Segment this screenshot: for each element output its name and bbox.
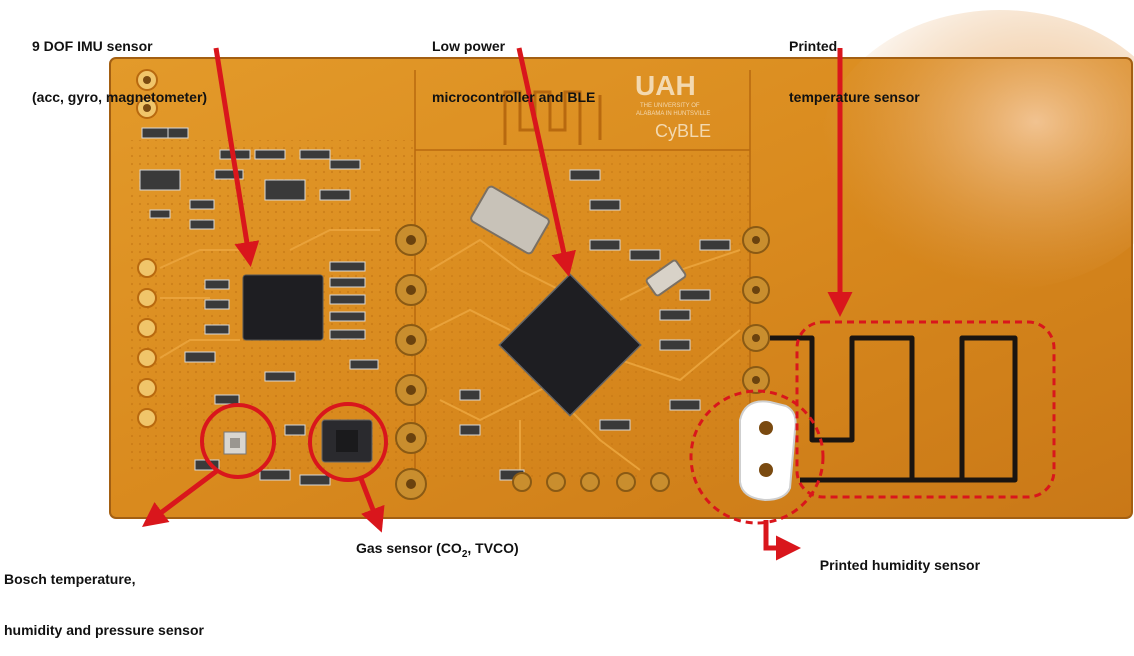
pcb-photo: UAH THE UNIVERSITY OF ALABAMA IN HUNTSVI… <box>109 10 1134 561</box>
pcb-board <box>109 10 1134 519</box>
highlight-bosch-circle <box>200 403 276 479</box>
university-line-2: ALABAMA IN HUNTSVILLE <box>636 111 710 117</box>
smd-components <box>139 127 731 486</box>
logo-text: UAH <box>635 70 696 101</box>
mcu-label-line-2: microcontroller and BLE <box>432 89 596 105</box>
imu-label: 9 DOF IMU sensor (acc, gyro, magnetomete… <box>32 4 207 123</box>
bosch-label-line-2: humidity and pressure sensor <box>4 622 204 638</box>
printed-humidity-sensor <box>739 400 797 502</box>
gas-label-subscript: 2 <box>461 548 468 560</box>
gas-label-main: Gas sensor (CO <box>356 540 462 556</box>
mid-pad-column <box>395 224 427 500</box>
bosch-label: Bosch temperature, humidity and pressure… <box>4 537 204 656</box>
highlight-humidity-circle <box>689 389 825 525</box>
imu-chip <box>242 274 324 341</box>
left-header-pins <box>137 258 157 428</box>
university-line-1: THE UNIVERSITY OF <box>640 103 700 109</box>
imu-label-line-2: (acc, gyro, magnetometer) <box>32 89 208 105</box>
temperature-label-line-1: Printed <box>789 38 838 54</box>
arrow-mcu <box>516 47 576 277</box>
temperature-label: Printed temperature sensor <box>789 4 920 123</box>
humidity-label-text: Printed humidity sensor <box>819 557 981 573</box>
bottom-header-pins <box>512 472 670 492</box>
product-name: CyBLE <box>655 121 711 141</box>
arrow-gas <box>357 475 385 533</box>
gas-label: Gas sensor (CO2, TVCO) <box>356 540 519 563</box>
crystal-oscillators <box>470 185 687 297</box>
mounting-pads-left <box>136 69 158 119</box>
gas-sensor <box>321 419 373 463</box>
imu-label-line-1: 9 DOF IMU sensor <box>32 38 153 54</box>
arrow-humidity <box>763 520 801 561</box>
mcu-label: Low power microcontroller and BLE <box>432 4 595 123</box>
uah-logo: UAH THE UNIVERSITY OF ALABAMA IN HUNTSVI… <box>635 70 711 141</box>
arrow-bosch <box>142 468 220 527</box>
temperature-label-line-2: temperature sensor <box>789 89 920 105</box>
ble-antenna <box>503 90 602 145</box>
humidity-label: Printed humidity sensor <box>812 540 980 574</box>
bosch-sensor <box>223 431 247 455</box>
arrow-imu <box>213 47 260 267</box>
highlight-temperature-box <box>795 320 1056 499</box>
mcu-chip <box>498 273 642 417</box>
highlight-gas-circle <box>308 402 388 482</box>
mcu-label-line-1: Low power <box>432 38 506 54</box>
bosch-label-line-1: Bosch temperature, <box>4 571 136 587</box>
gas-label-tail: , TVCO) <box>467 540 519 556</box>
